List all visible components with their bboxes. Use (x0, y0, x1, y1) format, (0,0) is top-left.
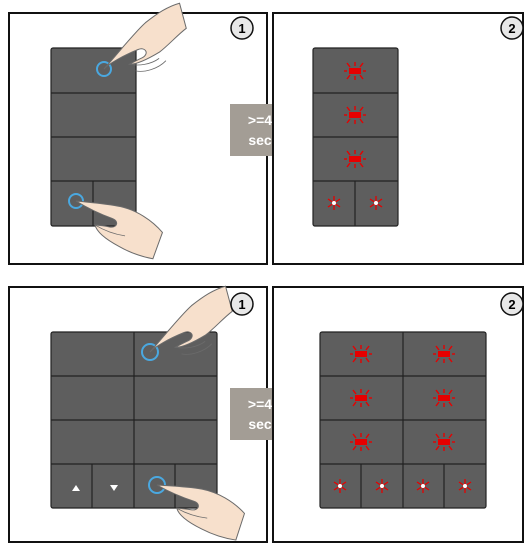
up-arrow-icon (72, 485, 80, 491)
touch-ring-top (96, 61, 112, 77)
svg-text:>=4: >=4 (248, 396, 272, 412)
svg-text:1: 1 (238, 297, 245, 312)
hand-top (103, 2, 187, 72)
down-arrow-icon (110, 485, 118, 491)
keypad-after (312, 47, 399, 227)
svg-text:>=4: >=4 (248, 112, 272, 128)
touch-ring-bottom (68, 193, 84, 209)
step-badge-after: 2 (500, 292, 524, 316)
svg-text:2: 2 (508, 21, 515, 36)
scenario-double-column: 1 >=4 sec 2 (8, 285, 524, 543)
step-badge-before: 1 (230, 16, 254, 40)
step-badge-after: 2 (500, 16, 524, 40)
hand-top (149, 285, 233, 355)
svg-text:sec: sec (248, 416, 272, 432)
svg-text:sec: sec (248, 132, 272, 148)
hand-bottom (156, 484, 246, 541)
keypad-before (50, 47, 137, 227)
keypad-after (319, 331, 487, 509)
scenario-single-column: 1 >=4 sec 2 (8, 2, 524, 265)
svg-text:2: 2 (508, 297, 515, 312)
hand-bottom (75, 200, 164, 260)
touch-ring-bottom (148, 476, 166, 494)
svg-text:1: 1 (238, 21, 245, 36)
touch-ring-top (141, 343, 159, 361)
step-badge-before: 1 (230, 292, 254, 316)
keypad-before (50, 331, 218, 509)
